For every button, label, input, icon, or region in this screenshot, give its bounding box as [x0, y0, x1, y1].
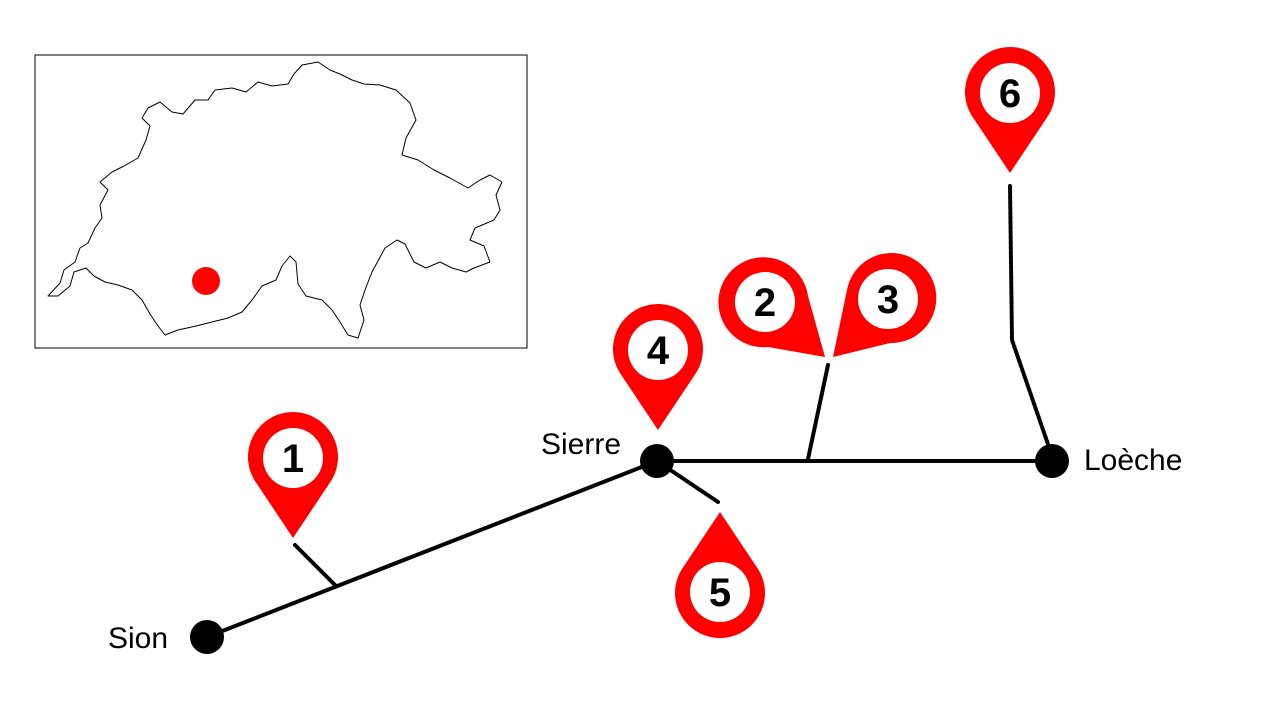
pin-label-2: 2 — [754, 281, 776, 325]
pin-label-5: 5 — [709, 571, 731, 615]
city-label-loeche: Loèche — [1084, 444, 1182, 477]
city-labels: Sion Sierre Loèche — [108, 428, 1182, 655]
map-pin-icon-2[interactable]: 2 — [718, 257, 825, 357]
pin-inner-4 — [628, 320, 688, 380]
pin-inner-2 — [735, 272, 795, 332]
city-label-sierre: Sierre — [541, 428, 621, 461]
city-node-sierre[interactable] — [640, 444, 674, 478]
city-label-sion: Sion — [108, 622, 168, 655]
route-sion-sierre — [205, 459, 659, 639]
pin-label-6: 6 — [999, 72, 1021, 116]
pin-inner-5 — [690, 562, 750, 622]
branch-2-3 — [806, 363, 830, 461]
location-dot-icon — [192, 267, 220, 295]
pin-label-1: 1 — [282, 437, 304, 481]
city-nodes — [190, 444, 1069, 654]
city-node-sion[interactable] — [190, 620, 224, 654]
map-pin-icon-3[interactable]: 3 — [833, 253, 937, 357]
branch-6-dotted — [1008, 184, 1052, 452]
location-markers: 1 2 3 4 5 6 — [248, 47, 1056, 638]
inset-locator-map — [34, 54, 528, 349]
pin-label-3: 3 — [877, 278, 899, 322]
switzerland-outline — [47, 61, 503, 339]
pin-inner-3 — [858, 269, 918, 329]
pin-label-4: 4 — [647, 329, 670, 373]
inset-frame — [34, 54, 528, 349]
pin-inner-6 — [980, 63, 1040, 123]
pin-inner-1 — [263, 428, 323, 488]
city-node-loeche[interactable] — [1035, 444, 1069, 478]
map-pin-icon-4[interactable]: 4 — [612, 303, 703, 430]
branch-1 — [293, 543, 337, 587]
map-pin-icon-5[interactable]: 5 — [675, 512, 765, 638]
map-pin-icon-1[interactable]: 1 — [248, 412, 338, 538]
map-pin-icon-6[interactable]: 6 — [965, 47, 1056, 173]
